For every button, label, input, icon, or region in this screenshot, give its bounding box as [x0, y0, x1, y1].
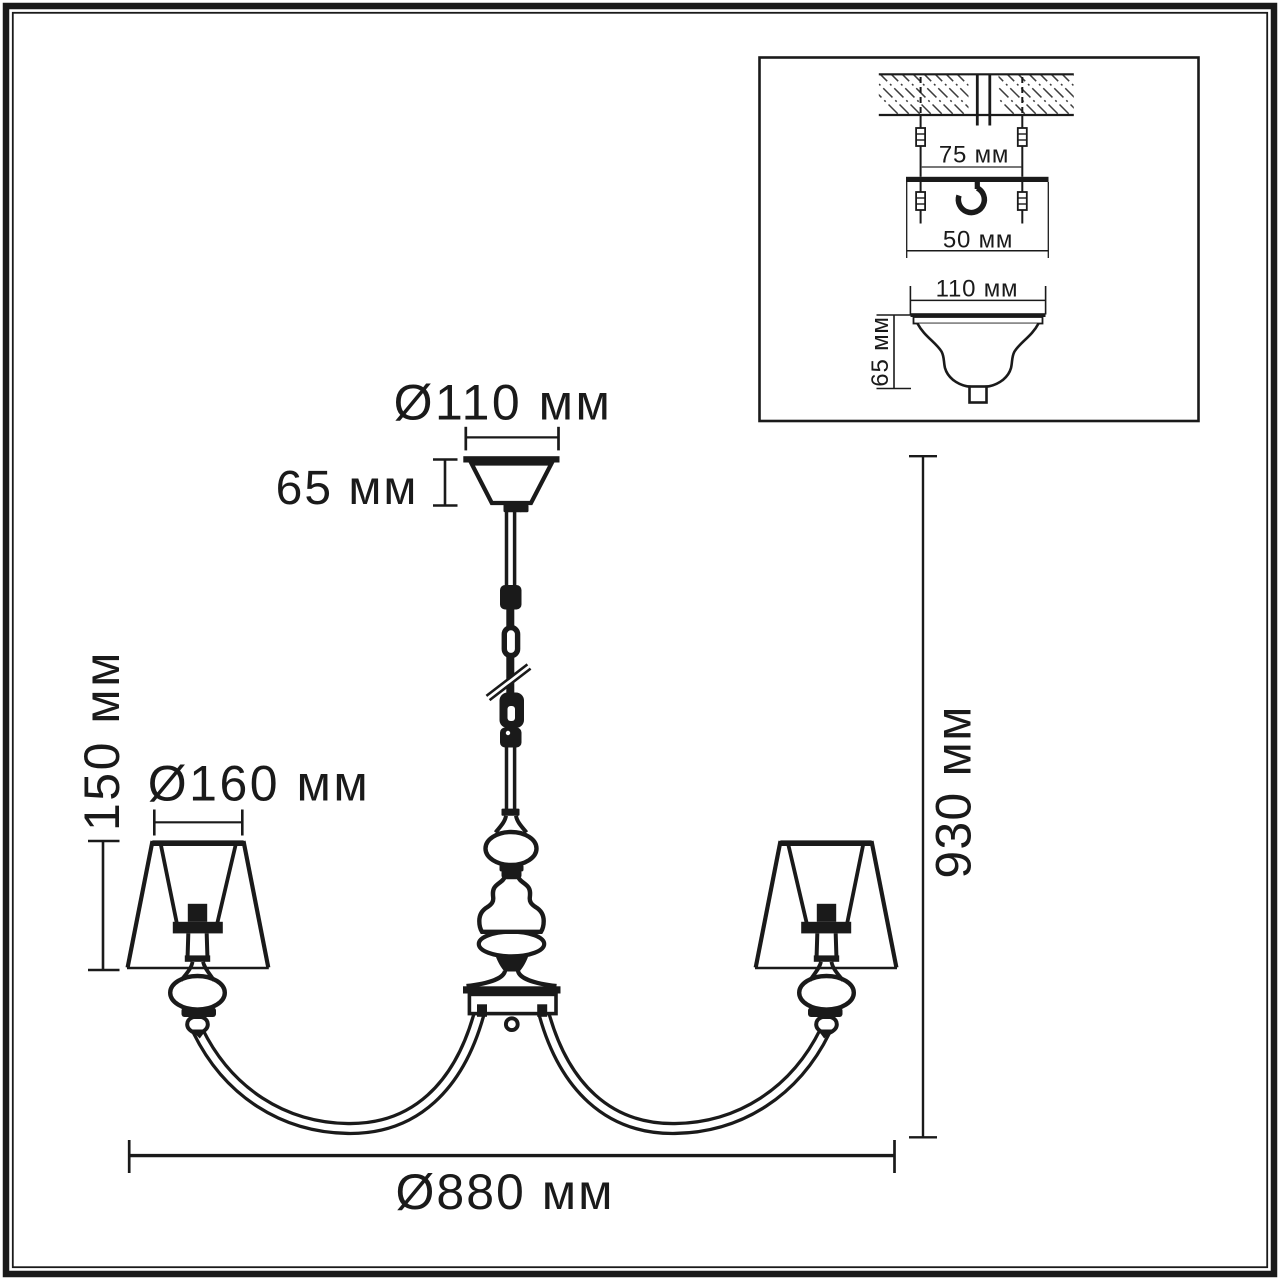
svg-text:Ø110 мм: Ø110 мм [394, 375, 613, 431]
svg-text:65 мм: 65 мм [867, 316, 894, 386]
svg-text:110 мм: 110 мм [936, 276, 1019, 303]
svg-text:930 мм: 930 мм [926, 705, 982, 878]
svg-text:75 мм: 75 мм [939, 142, 1009, 169]
svg-text:150 мм: 150 мм [74, 650, 130, 831]
svg-text:50 мм: 50 мм [943, 227, 1013, 254]
svg-text:Ø880 мм: Ø880 мм [396, 1164, 615, 1220]
svg-text:65 мм: 65 мм [276, 462, 419, 515]
svg-text:Ø160 мм: Ø160 мм [148, 756, 370, 812]
